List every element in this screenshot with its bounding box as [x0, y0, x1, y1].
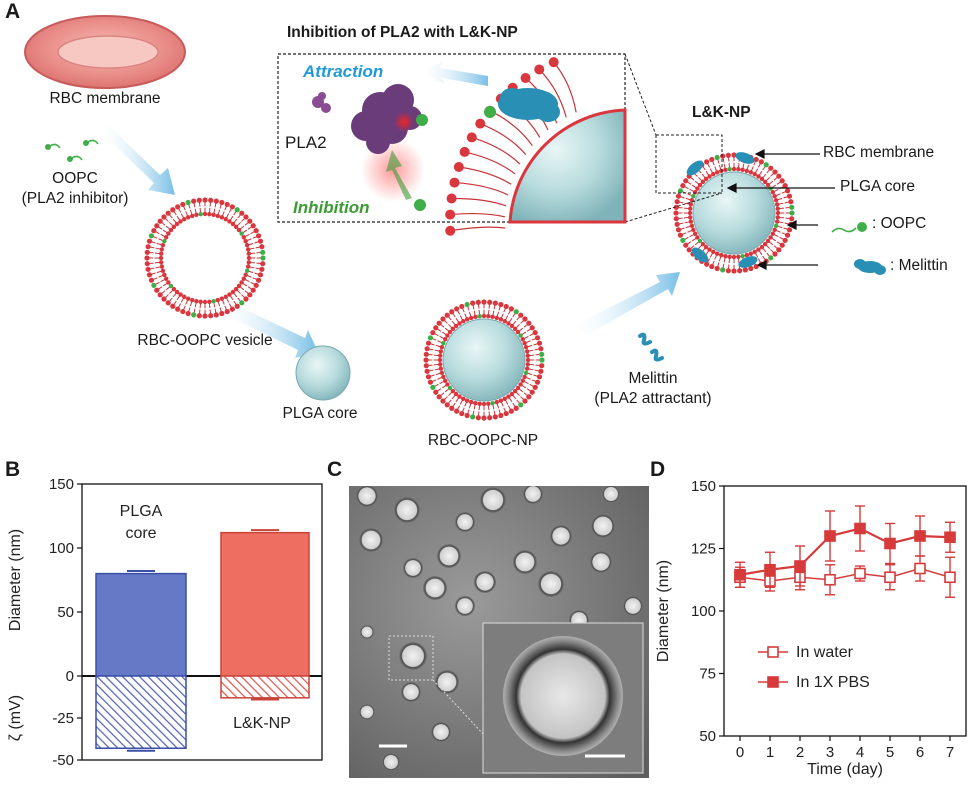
d-marker: [884, 537, 896, 550]
b-diameter-bar: [220, 531, 310, 677]
legend-rbc-membrane: RBC membrane: [823, 144, 935, 161]
d-marker: [734, 568, 746, 581]
panel-label-a: A: [5, 0, 21, 23]
d-ytick-label: 125: [691, 541, 716, 558]
melittin-glyph: [638, 332, 664, 362]
d-marker: [944, 531, 956, 544]
panel-label-d: D: [650, 458, 666, 481]
d-ylabel: Diameter (nm): [655, 560, 672, 662]
b-zeta-bar: [95, 675, 187, 749]
legend-oopc: : OOPC: [872, 215, 927, 232]
d-ytick-label: 75: [699, 666, 716, 683]
d-ytick-label: 100: [691, 603, 716, 620]
d-legend-label: In 1X PBS: [796, 674, 870, 691]
d-marker: [824, 530, 836, 542]
d-ytick-label: 150: [691, 478, 716, 495]
d-marker: [914, 530, 926, 542]
chart-b-diameter-zeta: 150 100 50 0 -25 -50 Diameter (nm) ζ (mV) PLGA co…: [7, 476, 323, 769]
b-cat-label: core: [125, 525, 156, 542]
d-marker: [794, 560, 806, 572]
rbc-oopc-np-illustration: [423, 299, 545, 421]
d-xtick-label: 4: [856, 744, 864, 761]
d-marker: [854, 567, 866, 580]
d-marker: [944, 571, 956, 584]
plga-core-sphere: [295, 345, 351, 401]
d-xlabel: Time (day): [807, 761, 883, 778]
d-xtick-label: 2: [796, 744, 804, 761]
melittin-label: Melittin: [628, 370, 678, 387]
rbc-oopc-np-label: RBC-OOPC-NP: [427, 432, 539, 449]
d-xtick-label: 1: [766, 744, 774, 761]
lk-np-illustration: [673, 152, 795, 274]
legend-plga-core: PLGA core: [840, 178, 915, 195]
legend-melittin: : Melittin: [890, 257, 948, 274]
d-xtick-label: 3: [826, 744, 834, 761]
lk-np-title: L&K-NP: [692, 104, 751, 121]
b-tick-label: 150: [49, 476, 74, 493]
d-marker: [764, 563, 776, 576]
d-xtick-label: 6: [916, 744, 924, 761]
d-xtick-label: 0: [736, 744, 744, 761]
b-zeta-bar: [220, 675, 310, 699]
rbc-cell-illustration: [24, 15, 186, 89]
inset-box: [277, 53, 723, 236]
rbc-membrane-label: RBC membrane: [49, 90, 161, 107]
plga-core-label: PLGA core: [282, 405, 358, 422]
d-legend-label: In water: [796, 644, 854, 661]
b-tick-label: 0: [66, 668, 74, 685]
oopc-inhibitor-label: (PLA2 inhibitor): [21, 190, 129, 207]
d-legend-marker: [767, 676, 779, 688]
tem-micrograph: [349, 486, 649, 778]
b-ylabel-top: Diameter (nm): [7, 529, 24, 631]
panel-label-b: B: [5, 458, 21, 481]
oopc-label: OOPC: [52, 170, 98, 187]
melittin-legend-icon: [854, 259, 886, 275]
inhibition-label: Inhibition: [293, 198, 370, 217]
pla2-label: PLA2: [285, 133, 327, 152]
melittin-attractant-label: (PLA2 attractant): [594, 390, 712, 407]
flow-arrows: [102, 125, 680, 358]
schematic-figure: [24, 15, 886, 421]
b-tick-label: 100: [49, 540, 74, 557]
rbc-oopc-vesicle-illustration: [144, 197, 266, 319]
d-xtick-label: 5: [886, 744, 894, 761]
inset-title: Inhibition of PLA2 with L&K-NP: [287, 24, 518, 41]
d-marker: [884, 571, 896, 584]
oopc-legend-icon: [831, 222, 867, 233]
legend-pointers: [726, 149, 835, 270]
d-marker: [914, 562, 926, 575]
b-tick-label: -50: [52, 752, 74, 769]
d-ytick-label: 50: [699, 728, 716, 745]
b-cat-label: L&K-NP: [233, 715, 291, 732]
d-marker: [824, 573, 836, 586]
d-legend-marker: [767, 646, 779, 658]
d-marker: [854, 522, 866, 535]
vesicle-label: RBC-OOPC vesicle: [137, 332, 273, 349]
b-tick-label: -25: [52, 710, 74, 727]
b-diameter-bar: [95, 572, 187, 677]
oopc-molecules-illustration: [45, 139, 99, 162]
b-cat-label: PLGA: [120, 503, 163, 520]
panel-label-c: C: [327, 458, 343, 481]
d-xtick-label: 7: [946, 744, 954, 761]
b-tick-label: 50: [57, 604, 74, 621]
attraction-label: Attraction: [303, 62, 384, 81]
b-ylabel-bottom: ζ (mV): [7, 695, 24, 741]
